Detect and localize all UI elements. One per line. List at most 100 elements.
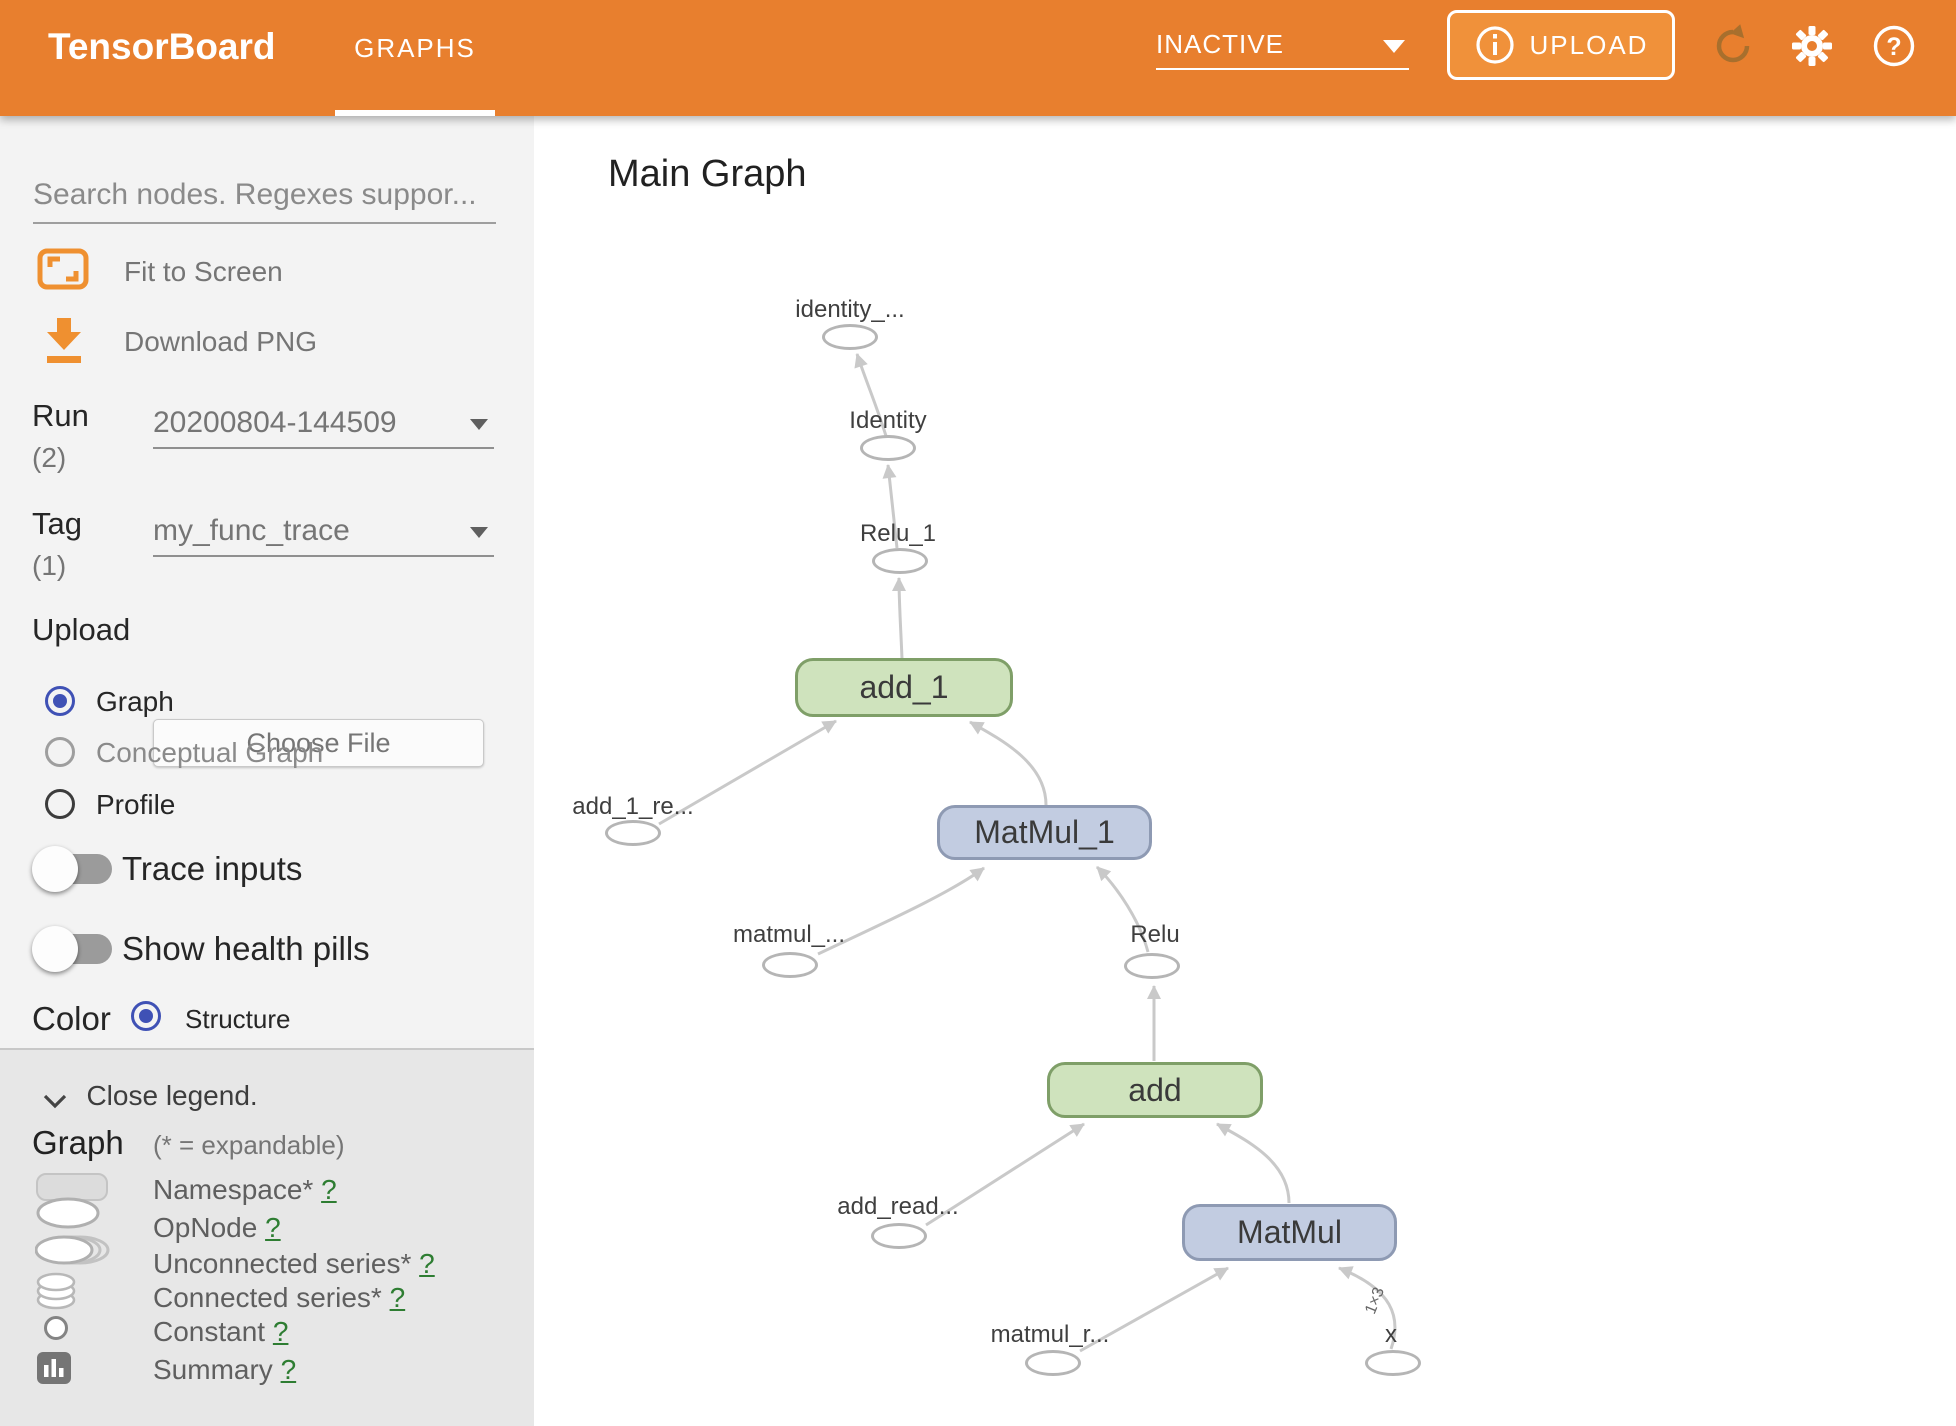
graph-node-label: matmul_r...: [990, 1321, 1110, 1348]
legend-item-namespace: Namespace* ?: [153, 1174, 337, 1206]
legend-item-unconnected-series: Unconnected series* ?: [153, 1248, 435, 1280]
unconnected-series-icon: [34, 1233, 115, 1272]
sidebar: Fit to Screen Download PNG Run (2) 20200…: [0, 116, 534, 1426]
graph-node-label: add_read...: [837, 1193, 959, 1220]
legend-note: (* = expandable): [153, 1130, 345, 1160]
status-dropdown[interactable]: INACTIVE: [1156, 22, 1409, 70]
tag-select[interactable]: my_func_trace: [153, 511, 494, 557]
connected-series-icon: [35, 1270, 79, 1317]
legend-item-label: Summary: [153, 1354, 273, 1385]
legend-heading: Graph: [32, 1124, 124, 1161]
legend-panel: Close legend. Graph (* = expandable) Nam…: [0, 1048, 534, 1426]
download-png-button[interactable]: Download PNG: [0, 316, 534, 368]
radio-selected-icon: [45, 686, 75, 716]
svg-text:?: ?: [1886, 33, 1901, 61]
run-label: Run: [32, 398, 89, 433]
show-health-pills-label: Show health pills: [122, 930, 370, 967]
radio-conceptual-graph[interactable]: Conceptual Graph: [0, 732, 534, 772]
close-legend-label: Close legend.: [86, 1080, 258, 1111]
graph-node-label: add_1_re...: [572, 793, 694, 820]
radio-profile[interactable]: Profile: [0, 784, 534, 824]
legend-item-label: OpNode: [153, 1212, 258, 1243]
close-legend-button[interactable]: Close legend.: [42, 1080, 258, 1112]
help-link[interactable]: ?: [265, 1212, 281, 1243]
chevron-down-icon: [1383, 40, 1405, 53]
app-title: TensorBoard: [48, 26, 276, 67]
help-link[interactable]: ?: [419, 1248, 435, 1279]
radio-unselected-icon: [45, 737, 75, 767]
graph-node-MatMul_1[interactable]: MatMul_1: [937, 805, 1152, 860]
tag-select-value: my_func_trace: [153, 514, 350, 547]
chevron-down-icon: [470, 419, 488, 430]
status-dropdown-value: INACTIVE: [1156, 29, 1284, 59]
info-icon: [1475, 26, 1514, 64]
summary-icon: [37, 1352, 71, 1389]
choose-file-button[interactable]: Choose File: [153, 719, 484, 767]
page-title: Main Graph: [608, 153, 807, 195]
graph-node-label: x: [1385, 1321, 1397, 1348]
opnode-icon: [35, 1196, 101, 1235]
graph-node-label: Identity: [849, 407, 927, 434]
tab-graphs[interactable]: GRAPHS: [335, 0, 495, 116]
fit-to-screen-label: Fit to Screen: [124, 256, 283, 287]
legend-item-opnode: OpNode ?: [153, 1212, 281, 1244]
fit-to-screen-icon: [37, 248, 89, 290]
app-header: TensorBoard GRAPHS INACTIVE UPLOAD: [0, 0, 1956, 116]
radio-structure-label: Structure: [185, 1004, 291, 1034]
search-field-wrap: [33, 174, 496, 224]
legend-item-label: Constant: [153, 1316, 266, 1347]
help-link[interactable]: ?: [280, 1354, 297, 1385]
radio-selected-icon: [131, 1001, 161, 1031]
tab-graphs-label: GRAPHS: [354, 33, 476, 63]
graph-node-label: matmul_...: [732, 921, 846, 948]
legend-item-label: Namespace*: [153, 1174, 314, 1205]
tag-label: Tag: [32, 506, 82, 541]
radio-graph-label: Graph: [96, 686, 174, 717]
graph-node-add_1[interactable]: add_1: [795, 658, 1013, 717]
fit-to-screen-button[interactable]: Fit to Screen: [0, 246, 534, 298]
legend-item-constant: Constant ?: [153, 1316, 288, 1348]
active-tab-underline: [335, 110, 495, 116]
radio-unselected-icon: [45, 789, 75, 819]
legend-item-label: Connected series*: [153, 1282, 382, 1313]
color-label: Color: [32, 1000, 111, 1037]
show-health-pills-toggle[interactable]: Show health pills: [0, 918, 534, 978]
graph-node-label: Relu: [1130, 921, 1180, 948]
help-link[interactable]: ?: [321, 1174, 337, 1205]
graph-node-Identity[interactable]: [860, 435, 916, 461]
upload-button[interactable]: UPLOAD: [1447, 10, 1675, 80]
help-icon[interactable]: ?: [1872, 24, 1916, 68]
trace-inputs-toggle[interactable]: Trace inputs: [0, 838, 534, 898]
run-select-value: 20200804-144509: [153, 406, 397, 439]
graph-node-label: identity_...: [795, 296, 905, 323]
namespace-icon: [36, 1173, 108, 1201]
help-link[interactable]: ?: [272, 1316, 289, 1347]
graph-node-add_1_re[interactable]: [605, 820, 661, 846]
run-select[interactable]: 20200804-144509: [153, 403, 494, 449]
graph-node-x[interactable]: [1365, 1350, 1421, 1376]
radio-graph[interactable]: Graph: [0, 681, 534, 721]
toggle-knob: [32, 846, 78, 892]
graph-node-MatMul[interactable]: MatMul: [1182, 1204, 1397, 1261]
upload-button-label: UPLOAD: [1529, 29, 1649, 60]
search-input[interactable]: [33, 174, 496, 224]
run-count: (2): [32, 442, 67, 473]
graph-node-Relu[interactable]: [1124, 953, 1180, 979]
help-link[interactable]: ?: [389, 1282, 406, 1313]
legend-item-label: Unconnected series*: [153, 1248, 412, 1279]
graph-node-matmul_[interactable]: [762, 952, 818, 978]
radio-profile-label: Profile: [96, 789, 176, 820]
graph-node-add_read[interactable]: [871, 1223, 927, 1249]
constant-icon: [44, 1316, 68, 1340]
graph-node-matmul_r[interactable]: [1025, 1350, 1081, 1376]
toggle-knob: [32, 926, 78, 972]
graph-node-identity-out[interactable]: [822, 324, 878, 350]
upload-label: Upload: [32, 612, 131, 647]
download-png-label: Download PNG: [124, 326, 317, 357]
gear-icon[interactable]: [1790, 24, 1834, 68]
radio-conceptual-label: Conceptual Graph: [96, 737, 324, 768]
radio-structure[interactable]: Structure: [86, 1000, 620, 1040]
graph-node-Relu_1[interactable]: [872, 548, 928, 574]
refresh-icon[interactable]: [1711, 24, 1755, 68]
graph-node-add[interactable]: add: [1047, 1062, 1263, 1118]
